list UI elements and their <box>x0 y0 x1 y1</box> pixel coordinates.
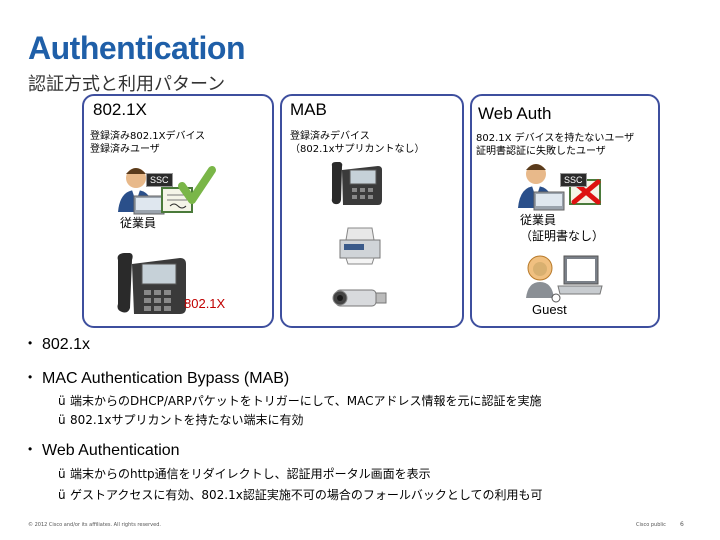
employee-label-left: 従業員 <box>120 214 156 231</box>
column-desc-mab: 登録済みデバイス （802.1xサプリカントなし） <box>290 130 425 156</box>
column-title-mab: MAB <box>290 100 327 120</box>
bullet-webauth: •Web Authentication <box>28 442 180 460</box>
checkmark-icon: ü <box>58 394 70 408</box>
footer-classification: Cisco public <box>636 522 666 528</box>
ip-phone-icon <box>114 250 188 316</box>
checkmark-icon: ü <box>58 467 70 481</box>
column-title-webauth: Web Auth <box>478 104 551 124</box>
guest-laptop-icon <box>520 250 604 306</box>
sub-bullet-text: 802.1xサプリカントを持たない端末に有効 <box>70 413 303 427</box>
footer-copyright: © 2012 Cisco and/or its affiliates. All … <box>28 522 161 528</box>
column-desc-8021x: 登録済み802.1Xデバイス 登録済みユーザ <box>90 130 205 156</box>
bullet-marker: • <box>28 370 42 384</box>
ip-phone-mab-icon <box>330 160 384 206</box>
column-title-8021x: 802.1X <box>93 100 147 120</box>
bullet-text: 802.1x <box>42 336 90 353</box>
bullet-8021x: •802.1x <box>28 336 90 354</box>
employee-label-right: 従業員 （証明書なし） <box>520 212 604 244</box>
bullet-text: MAC Authentication Bypass (MAB) <box>42 370 289 387</box>
sub-bullet-text: ゲストアクセスに有効、802.1x認証実施不可の場合のフォールバックとしての利用… <box>70 488 543 502</box>
checkmark-icon: ü <box>58 413 70 427</box>
sub-bullet-text: 端末からのhttp通信をリダイレクトし、認証用ポータル画面を表示 <box>70 467 431 481</box>
slide-title: Authentication <box>28 30 245 67</box>
sub-bullet-text: 端末からのDHCP/ARPパケットをトリガーにして、MACアドレス情報を元に認証… <box>70 394 541 408</box>
ssc-badge-right: SSC <box>560 173 587 187</box>
bullet-marker: • <box>28 442 42 456</box>
bullet-mab: •MAC Authentication Bypass (MAB) <box>28 370 289 388</box>
employee-with-certificate-icon <box>112 162 222 218</box>
checkmark-icon: ü <box>58 488 70 502</box>
ssc-badge-left: SSC <box>146 173 173 187</box>
bullet-text: Web Authentication <box>42 442 180 459</box>
footer-page-number: 6 <box>680 521 684 528</box>
slide-subtitle: 認証方式と利用パターン <box>28 70 225 96</box>
column-desc-webauth: 802.1X デバイスを持たないユーザ 証明書認証に失敗したユーザ <box>476 132 634 158</box>
guest-label: Guest <box>532 302 567 317</box>
phone-8021x-label: 802.1X <box>184 296 225 311</box>
bullet-marker: • <box>28 336 42 350</box>
printer-icon <box>338 226 382 266</box>
video-camera-icon <box>330 284 390 312</box>
